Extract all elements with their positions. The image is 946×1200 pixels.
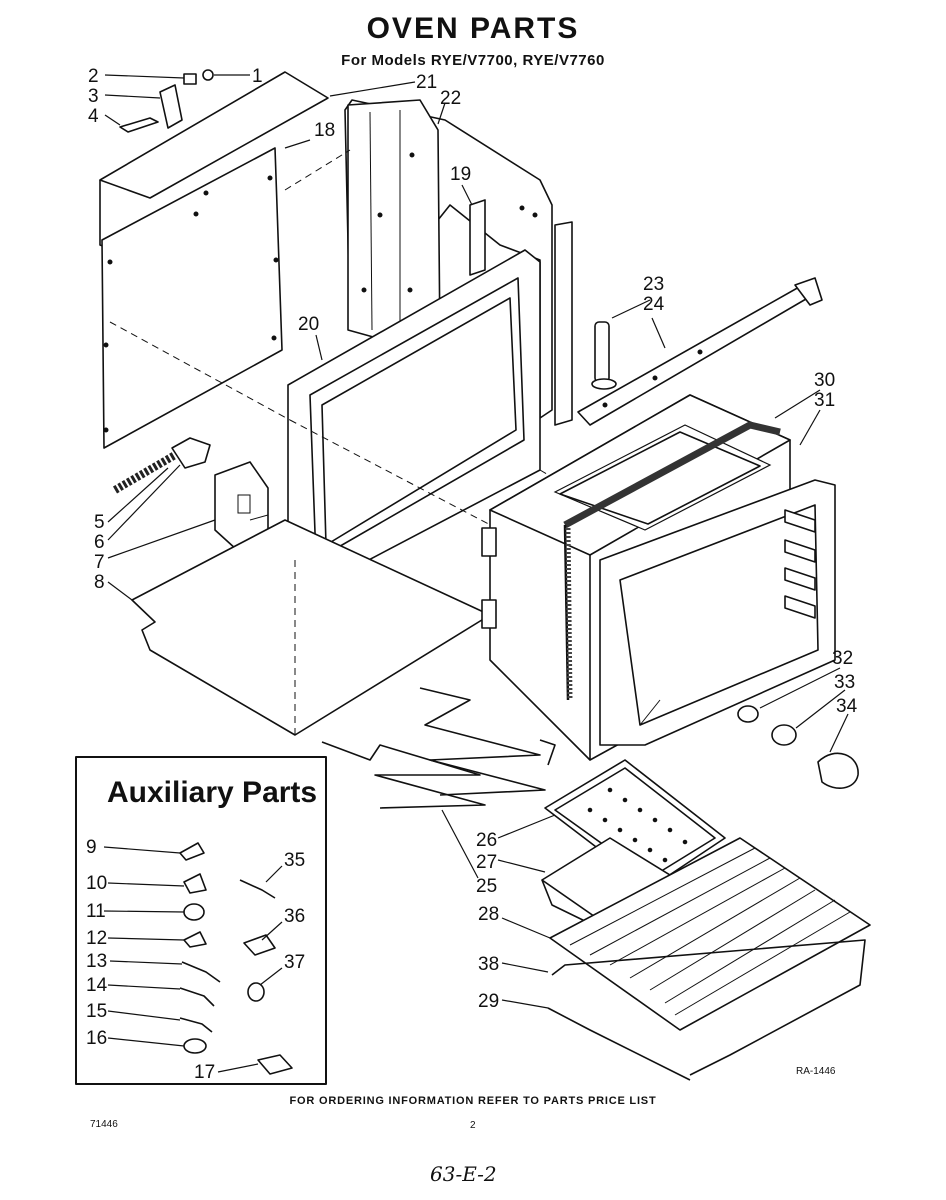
callout-28: 28 (478, 904, 499, 925)
part-bottom-panel (131, 519, 491, 736)
callout-35: 35 (284, 850, 305, 871)
part-oven-lamp (737, 705, 859, 789)
part-hardware-top (119, 69, 214, 133)
callout-6: 6 (94, 532, 105, 553)
callout-2: 2 (88, 66, 99, 87)
part-spring-connector (112, 437, 211, 494)
part-lower-rack (547, 939, 866, 1081)
callout-18: 18 (314, 120, 335, 141)
callout-3: 3 (88, 86, 99, 107)
callout-36: 36 (284, 906, 305, 927)
callout-labels: 2 3 4 1 21 22 18 19 20 23 24 30 31 5 6 7… (86, 66, 858, 1083)
callout-17: 17 (194, 1062, 215, 1083)
callout-31: 31 (814, 390, 835, 411)
callout-15: 15 (86, 1001, 107, 1022)
callout-37: 37 (284, 952, 305, 973)
part-oven-rack (549, 837, 871, 1031)
part-side-panel (101, 147, 283, 449)
part-broil-element (321, 687, 556, 809)
callout-33: 33 (834, 672, 855, 693)
callout-24: 24 (643, 294, 665, 315)
callout-13: 13 (86, 951, 107, 972)
callout-38: 38 (478, 954, 499, 975)
callout-12: 12 (86, 928, 107, 949)
part-igniter (591, 321, 617, 390)
callout-19: 19 (450, 164, 471, 185)
leader-lines (104, 74, 849, 1009)
callout-34: 34 (836, 696, 858, 717)
callout-5: 5 (94, 512, 105, 533)
doc-number: 71446 (90, 1119, 118, 1130)
callout-22: 22 (440, 88, 461, 109)
auxiliary-parts-title: Auxiliary Parts (107, 776, 317, 809)
page-title: OVEN PARTS (366, 12, 580, 45)
callout-29: 29 (478, 991, 499, 1012)
callout-11: 11 (86, 901, 106, 922)
callout-14: 14 (86, 975, 108, 996)
page-subtitle: For Models RYE/V7700, RYE/V7760 (341, 52, 605, 69)
callout-4: 4 (88, 106, 99, 127)
handwritten-note: 63-E-2 (430, 1162, 497, 1186)
callout-23: 23 (643, 274, 664, 295)
page-number: 2 (470, 1120, 476, 1131)
callout-27: 27 (476, 852, 497, 873)
callout-30: 30 (814, 370, 835, 391)
callout-25: 25 (476, 876, 497, 897)
part-mounting-bracket (577, 277, 823, 426)
callout-1: 1 (252, 66, 263, 87)
callout-26: 26 (476, 830, 497, 851)
auxiliary-parts-box: Auxiliary Parts (75, 756, 327, 1085)
callout-10: 10 (86, 873, 107, 894)
callout-7: 7 (94, 552, 105, 573)
callout-8: 8 (94, 572, 105, 593)
callout-20: 20 (298, 314, 319, 335)
callout-16: 16 (86, 1028, 107, 1049)
callout-9: 9 (86, 837, 97, 858)
callout-32: 32 (832, 648, 853, 669)
drawing-code: RA-1446 (796, 1066, 836, 1077)
footer-note: FOR ORDERING INFORMATION REFER TO PARTS … (289, 1095, 657, 1107)
callout-21: 21 (416, 72, 437, 93)
